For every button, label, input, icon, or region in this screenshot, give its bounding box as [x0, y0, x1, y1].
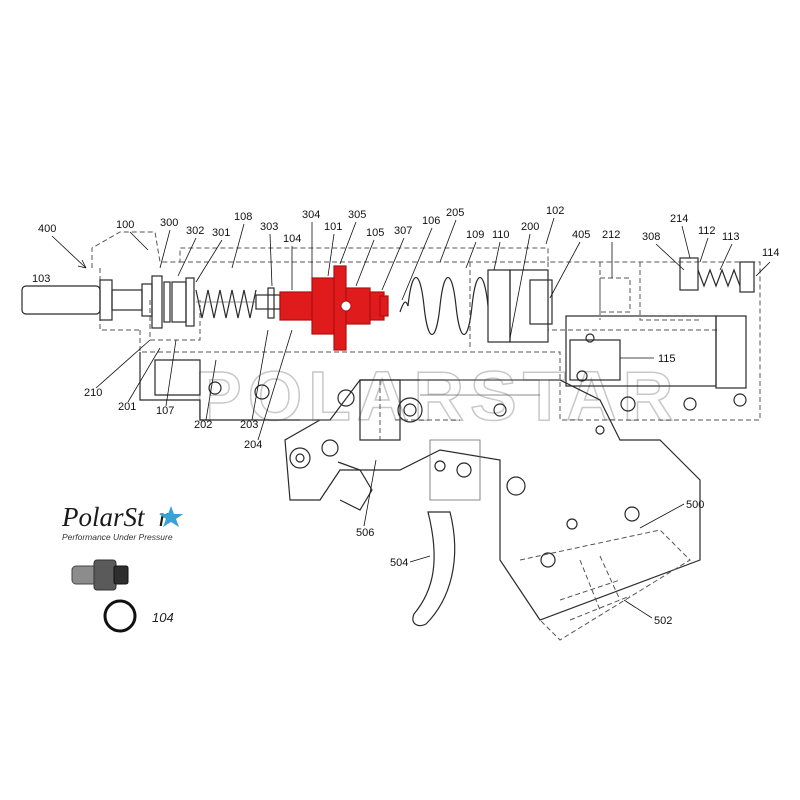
callout-212: 212 — [602, 229, 620, 241]
callout-210: 210 — [84, 387, 102, 399]
part-104-photo: 104 — [71, 559, 174, 633]
callout-205: 205 — [446, 207, 464, 219]
callout-301: 301 — [212, 227, 230, 239]
callout-304: 304 — [302, 209, 320, 221]
callout-201: 201 — [118, 401, 136, 413]
watermark-text: POLARSTAR — [195, 357, 679, 435]
callout-204: 204 — [244, 439, 262, 451]
callout-100: 100 — [116, 219, 134, 231]
callout-504: 504 — [390, 557, 408, 569]
part-photo-label: 104 — [152, 610, 174, 625]
callout-405: 405 — [572, 229, 590, 241]
logo-star-icon — [159, 506, 183, 527]
callout-214: 214 — [670, 213, 688, 225]
trigger-504 — [412, 511, 456, 627]
lower-receiver — [139, 352, 747, 621]
callout-305: 305 — [348, 209, 366, 221]
callout-108: 108 — [234, 211, 252, 223]
callout-109: 109 — [466, 229, 484, 241]
callout-112: 112 — [698, 225, 716, 237]
callout-202: 202 — [194, 419, 212, 431]
callout-101: 101 — [324, 221, 342, 233]
callout-300: 300 — [160, 217, 178, 229]
callout-104: 104 — [283, 233, 301, 245]
grip-500 — [519, 529, 691, 641]
callout-502: 502 — [654, 615, 672, 627]
valve-104-highlighted — [279, 265, 389, 351]
callout-308: 308 — [642, 231, 660, 243]
callout-203: 203 — [240, 419, 258, 431]
spring-108 — [195, 289, 257, 319]
nozzle-103 — [21, 279, 153, 321]
leader-lines — [51, 217, 771, 619]
callout-200: 200 — [521, 221, 539, 233]
block-115 — [565, 315, 747, 389]
polarstar-logo: PolarStr Performance Under Pressure — [61, 502, 183, 542]
callout-506: 506 — [356, 527, 374, 539]
logo-tagline: Performance Under Pressure — [62, 532, 173, 542]
spring-109 — [407, 276, 489, 336]
callout-114: 114 — [762, 247, 780, 259]
callout-105: 105 — [366, 227, 384, 239]
rod-303 — [255, 287, 281, 319]
callout-102: 102 — [546, 205, 564, 217]
callout-115: 115 — [658, 353, 676, 365]
callout-labels: 400 100 300 302 301 108 303 104 304 101 … — [32, 205, 780, 627]
logo-brand-text: PolarStr — [61, 502, 170, 532]
callout-113: 113 — [722, 231, 740, 243]
callout-302: 302 — [186, 225, 204, 237]
callout-110: 110 — [492, 229, 510, 241]
callout-307: 307 — [394, 225, 412, 237]
rings-300-302 — [151, 275, 195, 329]
callout-303: 303 — [260, 221, 278, 233]
callout-400: 400 — [38, 223, 56, 235]
callout-500: 500 — [686, 499, 704, 511]
callout-103: 103 — [32, 273, 50, 285]
callout-106: 106 — [422, 215, 440, 227]
piston-110 — [487, 269, 553, 343]
callout-107: 107 — [156, 405, 174, 417]
rear-assembly — [599, 257, 755, 313]
